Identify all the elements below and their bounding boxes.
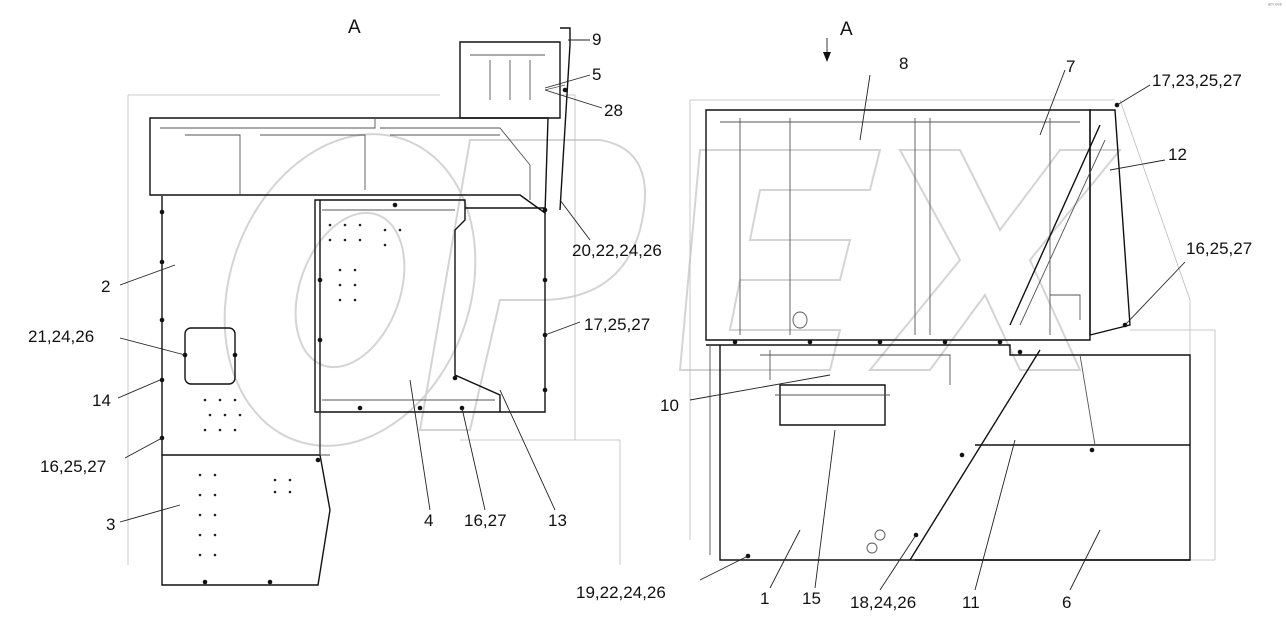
callout-12: 12 [1168, 145, 1187, 164]
corner-mark: ᵃᵐ ᵉᵉᵉ [1267, 3, 1282, 9]
perforation-patterns [198, 223, 402, 557]
callout-15: 15 [802, 589, 821, 608]
view-label-right: A [840, 19, 853, 40]
callout-4: 4 [424, 511, 434, 530]
callout-20-22-24-26: 20,22,24,26 [572, 241, 662, 260]
callout-28: 28 [604, 101, 623, 120]
right-view [689, 99, 1216, 561]
callout-9: 9 [592, 30, 602, 49]
callout-17-25-27-left: 17,25,27 [584, 315, 651, 334]
callout-16-25-27-left: 16,25,27 [40, 457, 107, 476]
callout-7: 7 [1066, 57, 1076, 76]
callout-19-22-24-26: 19,22,24,26 [576, 583, 666, 602]
callout-16-25-27-right: 16,25,27 [1186, 239, 1253, 258]
leader-lines [117, 39, 1186, 591]
callout-17-23-25-27: 17,23,25,27 [1152, 71, 1242, 90]
fastener-dots [159, 87, 1128, 585]
callout-11: 11 [962, 593, 980, 612]
callout-21-24-26: 21,24,26 [28, 327, 95, 346]
callout-6: 6 [1062, 593, 1072, 612]
callout-18-24-26: 18,24,26 [850, 593, 917, 612]
callout-14: 14 [92, 391, 111, 410]
callout-2: 2 [101, 277, 111, 296]
left-view [127, 27, 621, 586]
callout-10: 10 [660, 396, 679, 415]
callout-1: 1 [760, 589, 770, 608]
access-window [184, 327, 236, 385]
callout-8: 8 [899, 54, 909, 73]
view-arrow [823, 38, 831, 62]
watermark-logo [223, 133, 1123, 447]
callout-16-27: 16,27 [464, 511, 507, 530]
view-label-left: A [348, 17, 361, 38]
callout-13: 13 [548, 511, 567, 530]
callout-3: 3 [106, 515, 116, 534]
callout-5: 5 [592, 65, 602, 84]
